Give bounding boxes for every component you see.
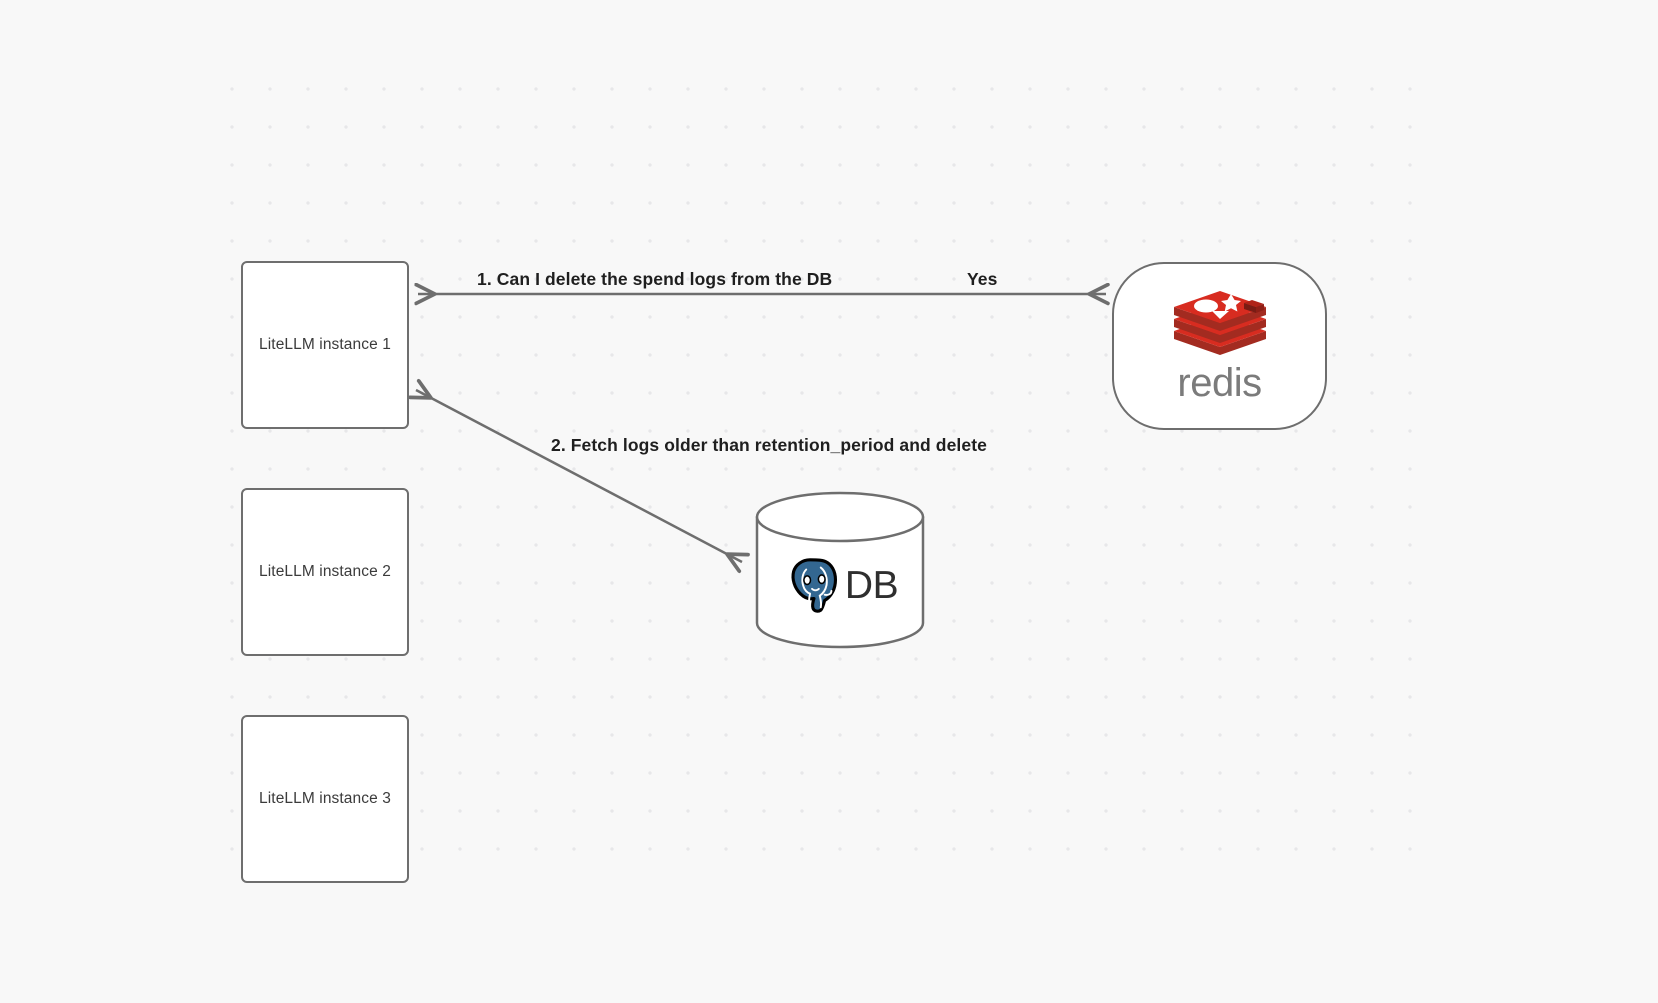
edge-label-step-1: 1. Can I delete the spend logs from the … [477, 269, 833, 289]
node-label-instance-1: LiteLLM instance 1 [259, 336, 391, 353]
node-redis[interactable]: redis [1112, 262, 1327, 430]
node-litellm-instance-3[interactable]: LiteLLM instance 3 [241, 715, 409, 883]
redis-logo-icon [1173, 291, 1266, 355]
database-logo-row: DB [754, 542, 926, 628]
edge-2-connector [408, 378, 750, 574]
node-label-instance-2: LiteLLM instance 2 [259, 563, 391, 580]
database-label: DB [844, 563, 899, 607]
node-label-instance-3: LiteLLM instance 3 [259, 790, 391, 807]
redis-wordmark: redis [1177, 361, 1262, 405]
postgresql-elephant-icon [791, 558, 837, 613]
node-litellm-instance-1[interactable]: LiteLLM instance 1 [241, 261, 409, 429]
node-database[interactable]: DB [754, 490, 926, 650]
node-litellm-instance-2[interactable]: LiteLLM instance 2 [241, 488, 409, 656]
edge-label-step-1-answer: Yes [967, 269, 998, 289]
cylinder-shape-icon [755, 491, 925, 649]
edge-label-step-2: 2. Fetch logs older than retention_perio… [551, 435, 987, 455]
